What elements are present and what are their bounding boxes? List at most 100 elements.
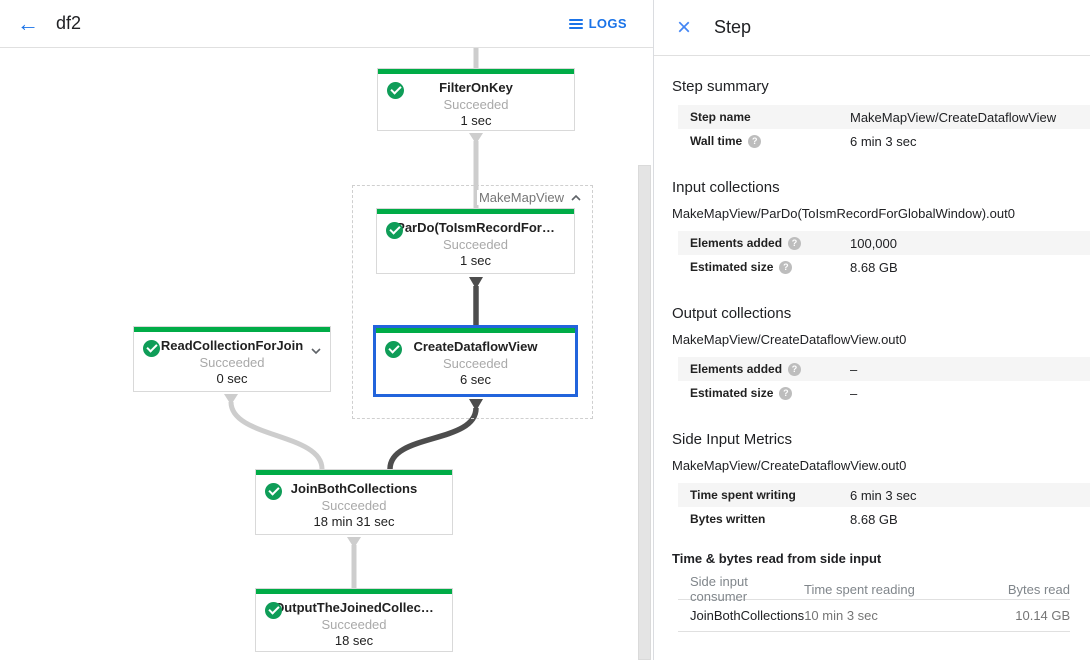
node-time: 18 sec	[334, 633, 374, 648]
section-heading: Step summary	[672, 78, 769, 95]
detail-row-elements-added: Elements added? –	[678, 357, 1090, 381]
table-header-row: Side input consumer Time spent reading B…	[678, 574, 1070, 604]
detail-row-time-spent-writing: Time spent writing 6 min 3 sec	[678, 483, 1090, 507]
graph-node-createdataflowview[interactable]: CreateDataflowView Succeeded 6 sec	[373, 325, 578, 397]
section-step-summary: Step summary Step name MakeMapView/Creat…	[672, 78, 1090, 153]
success-check-icon	[143, 340, 160, 357]
back-arrow-icon[interactable]: ←	[8, 4, 48, 44]
row-value: 6 min 3 sec	[850, 133, 917, 149]
panel-body: Step summary Step name MakeMapView/Creat…	[654, 56, 1090, 632]
section-heading: Input collections	[672, 179, 780, 196]
detail-row-bytes-written: Bytes written 8.68 GB	[678, 507, 1090, 531]
node-status: Succeeded	[321, 617, 387, 632]
graph-node-pardo-toismrecord[interactable]: ParDo(ToIsmRecordFor… Succeeded 1 sec	[376, 208, 575, 274]
detail-row-step-name: Step name MakeMapView/CreateDataflowView	[678, 105, 1090, 129]
row-value: –	[850, 361, 858, 377]
cell-time-spent-reading: 10 min 3 sec	[804, 608, 878, 623]
row-value: MakeMapView/CreateDataflowView	[850, 109, 1057, 125]
logs-button[interactable]: LOGS	[568, 16, 627, 31]
section-heading: Side Input Metrics	[672, 431, 793, 448]
help-icon[interactable]: ?	[748, 134, 762, 148]
group-makemapview-toggle[interactable]: MakeMapView	[476, 190, 584, 205]
row-label: Elements added	[690, 236, 783, 250]
node-status: Succeeded	[443, 97, 509, 112]
close-icon[interactable]: ×	[664, 8, 704, 48]
section-input-collections: Input collections MakeMapView/ParDo(ToIs…	[672, 179, 1090, 279]
section-side-input-metrics: Side Input Metrics MakeMapView/CreateDat…	[672, 431, 1090, 531]
cell-side-input-consumer: JoinBothCollections	[690, 608, 805, 623]
graph-node-filteronkey[interactable]: FilterOnKey Succeeded 1 sec	[377, 68, 575, 131]
collection-name: MakeMapView/CreateDataflowView.out0	[672, 332, 907, 347]
detail-row-estimated-size: Estimated size? –	[678, 381, 1090, 405]
detail-row-elements-added: Elements added? 100,000	[678, 231, 1090, 255]
logs-button-label: LOGS	[588, 16, 627, 31]
row-label: Estimated size	[690, 386, 774, 400]
section-output-collections: Output collections MakeMapView/CreateDat…	[672, 305, 1090, 405]
graph-node-outputthejoinedcollection[interactable]: OutputTheJoinedCollec… Succeeded 18 sec	[255, 588, 453, 652]
node-status-bar	[376, 328, 575, 333]
help-icon[interactable]: ?	[788, 236, 802, 250]
node-status: Succeeded	[199, 355, 265, 370]
node-title: ReadCollectionForJoin	[160, 338, 304, 353]
vertical-scrollbar[interactable]	[638, 165, 651, 660]
row-value: 6 min 3 sec	[850, 487, 917, 503]
chevron-up-icon	[571, 194, 581, 201]
node-status: Succeeded	[442, 237, 509, 252]
job-title: df2	[56, 13, 82, 33]
top-bar: ← df2 LOGS	[0, 0, 653, 48]
section-heading: Output collections	[672, 305, 792, 322]
panel-title: Step	[714, 17, 752, 37]
node-title: OutputTheJoinedCollec…	[274, 600, 434, 615]
node-expand-toggle[interactable]	[310, 342, 322, 360]
success-check-icon	[386, 222, 403, 239]
success-check-icon	[265, 483, 282, 500]
detail-row-wall-time: Wall time? 6 min 3 sec	[678, 129, 1090, 153]
row-value: –	[850, 385, 858, 401]
node-title: JoinBothCollections	[290, 481, 418, 496]
collection-name: MakeMapView/CreateDataflowView.out0	[672, 458, 907, 473]
row-value: 8.68 GB	[850, 259, 898, 275]
group-makemapview: MakeMapView	[352, 185, 593, 419]
success-check-icon	[387, 82, 404, 99]
node-time: 6 sec	[459, 372, 492, 387]
section-side-input-table: Time & bytes read from side input Side i…	[672, 551, 1090, 632]
help-icon[interactable]: ?	[779, 386, 793, 400]
node-time: 1 sec	[460, 113, 492, 128]
row-label: Bytes written	[690, 512, 766, 526]
node-status-bar	[256, 470, 452, 475]
help-icon[interactable]: ?	[779, 260, 793, 274]
collection-name: MakeMapView/ParDo(ToIsmRecordForGlobalWi…	[672, 206, 1015, 221]
row-label: Step name	[690, 110, 751, 124]
panel-divider	[653, 0, 654, 660]
table-heading: Time & bytes read from side input	[672, 551, 882, 566]
help-icon[interactable]: ?	[788, 362, 802, 376]
success-check-icon	[265, 602, 282, 619]
node-title: CreateDataflowView	[413, 339, 538, 354]
row-label: Time spent writing	[690, 488, 796, 502]
chevron-down-icon	[311, 348, 321, 355]
column-header: Side input consumer	[690, 574, 748, 604]
graph-node-joinbothcollections[interactable]: JoinBothCollections Succeeded 18 min 31 …	[255, 469, 453, 535]
success-check-icon	[385, 341, 402, 358]
row-label: Wall time	[690, 134, 743, 148]
node-status-bar	[377, 209, 574, 214]
panel-header: × Step	[654, 0, 1090, 56]
job-graph-canvas[interactable]: MakeMapView FilterOnKey Succeeded 1 sec …	[0, 48, 653, 660]
side-input-table: Side input consumer Time spent reading B…	[678, 574, 1070, 632]
column-header: Time spent reading	[804, 581, 915, 597]
node-title: ParDo(ToIsmRecordFor…	[396, 220, 555, 235]
step-details-panel: × Step Step summary Step name MakeMapVie…	[654, 0, 1090, 660]
node-time: 18 min 31 sec	[313, 514, 395, 529]
table-row: JoinBothCollections 10 min 3 sec 10.14 G…	[678, 600, 1070, 632]
node-status-bar	[256, 589, 452, 594]
group-label-text: MakeMapView	[478, 190, 564, 205]
row-label: Elements added	[690, 362, 783, 376]
node-time: 1 sec	[459, 253, 492, 268]
row-value: 100,000	[850, 235, 897, 251]
column-header: Bytes read	[1007, 581, 1070, 597]
node-status-bar	[134, 327, 330, 332]
row-value: 8.68 GB	[850, 511, 898, 527]
detail-row-estimated-size: Estimated size? 8.68 GB	[678, 255, 1090, 279]
graph-node-readcollectionforjoin[interactable]: ReadCollectionForJoin Succeeded 0 sec	[133, 326, 331, 392]
node-status: Succeeded	[321, 498, 387, 513]
